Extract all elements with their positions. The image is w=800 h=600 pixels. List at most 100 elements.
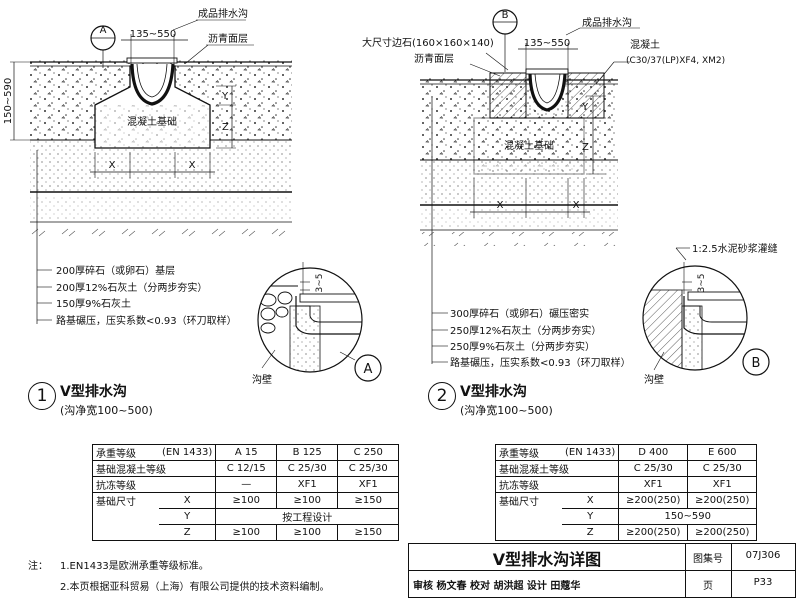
table-cell: B 125 bbox=[276, 444, 339, 461]
layer-left-2: 200厚12%石灰土（分两步夯实） bbox=[56, 281, 207, 294]
table-cell: Y bbox=[159, 508, 217, 525]
section-mark-b: B bbox=[502, 10, 509, 21]
page-label: 页 bbox=[703, 581, 713, 592]
table-cell: 150~590 bbox=[618, 508, 758, 525]
label-asphalt-left: 沥青面层 bbox=[208, 32, 248, 45]
width-dim-left: 135~550 bbox=[130, 29, 177, 40]
label-channel-right: 成品排水沟 bbox=[582, 16, 632, 29]
table-cell: C 25/30 bbox=[687, 460, 758, 477]
table-cell: 基础尺寸 bbox=[495, 492, 562, 509]
section-mark-a: A bbox=[100, 25, 107, 36]
atlas-label: 图集号 bbox=[693, 554, 723, 565]
caption-sub-2: (沟净宽100~500) bbox=[460, 404, 553, 417]
table-cell: C 25/30 bbox=[276, 460, 339, 477]
table-cell: X bbox=[562, 492, 620, 509]
table-row: Y 按工程设计 bbox=[92, 508, 400, 525]
grout-label: 1:2.5水泥砂浆灌缝 bbox=[692, 242, 778, 255]
dim-y-right: Y bbox=[581, 102, 589, 113]
page-number: P33 bbox=[753, 577, 773, 588]
drawing-title: V型排水沟详图 bbox=[492, 550, 602, 569]
roles: 审核 杨文春 校对 胡洪超 设计 田蔻华 bbox=[413, 581, 581, 592]
caption-number-2: 2 bbox=[428, 382, 456, 410]
dim-y-left: Y bbox=[221, 91, 229, 102]
table-cell: ≥100 bbox=[215, 492, 278, 509]
layer-right-1: 300厚碎石（或卵石）碾压密实 bbox=[450, 307, 589, 320]
table-cell: Z bbox=[159, 524, 217, 541]
detail-dim-b: 3~5 bbox=[697, 274, 707, 293]
table-cell: 基础混凝土等级 bbox=[91, 460, 217, 477]
width-dim-right: 135~550 bbox=[524, 38, 571, 49]
note-item: 1.EN1433是欧洲承重等级标准。 bbox=[60, 561, 209, 572]
table-cell: Z bbox=[562, 524, 620, 541]
table-cell: 基础尺寸 bbox=[92, 492, 159, 509]
table-cell: 基础混凝土等级 bbox=[494, 460, 620, 477]
notes-heading: 注： bbox=[28, 561, 48, 572]
atlas-number: 07J306 bbox=[745, 550, 781, 561]
table-cell: 承重等级 bbox=[92, 444, 159, 461]
table-cell: ≥100 bbox=[276, 524, 339, 541]
table-cell: 按工程设计 bbox=[215, 508, 400, 525]
table-cell: 承重等级 bbox=[495, 444, 562, 461]
table-cell: E 600 bbox=[687, 444, 758, 461]
table-row: Y 150~590 bbox=[495, 508, 758, 525]
dim-x-left-1: X bbox=[109, 160, 116, 171]
table-row: 基础尺寸 X ≥100 ≥100 ≥150 bbox=[92, 492, 400, 509]
label-concrete: 混凝土 bbox=[630, 38, 660, 51]
table-cell: ≥150 bbox=[337, 492, 400, 509]
table-cell: Y bbox=[562, 508, 620, 525]
wall-label-b: 沟壁 bbox=[644, 373, 664, 386]
dim-x-left-2: X bbox=[189, 160, 196, 171]
table-row: Z ≥200(250) ≥200(250) bbox=[495, 524, 758, 541]
table-cell: A 15 bbox=[215, 444, 278, 461]
detail-dim-a: 3~5 bbox=[315, 274, 325, 293]
table-cell: XF1 bbox=[687, 476, 758, 493]
layer-left-1: 200厚碎石（或卵石）基层 bbox=[56, 264, 175, 277]
table-row: 基础混凝土等级 C 12/15 C 25/30 C 25/30 bbox=[91, 460, 400, 477]
table-cell bbox=[495, 508, 562, 525]
label-asphalt-right: 沥青面层 bbox=[414, 52, 454, 65]
label-concrete-grade: (C30/37(LP)XF4, XM2) bbox=[626, 56, 725, 66]
label-curb: 大尺寸边石(160×160×140) bbox=[362, 36, 494, 49]
table-row: 基础尺寸 X ≥200(250) ≥200(250) bbox=[495, 492, 758, 509]
table-cell: XF1 bbox=[337, 476, 400, 493]
table-cell: ≥150 bbox=[337, 524, 400, 541]
table-cell: ≥100 bbox=[276, 492, 339, 509]
table-cell: ≥200(250) bbox=[687, 524, 758, 541]
title-block: V型排水沟详图 图集号 07J306 审核 杨文春 校对 胡洪超 设计 田蔻华 … bbox=[408, 543, 796, 598]
table-cell: C 25/30 bbox=[337, 460, 400, 477]
table-row: 抗冻等级 XF1 XF1 bbox=[494, 476, 758, 493]
table-cell: XF1 bbox=[618, 476, 689, 493]
dim-x-right-2: X bbox=[573, 200, 580, 211]
label-channel-left: 成品排水沟 bbox=[198, 7, 248, 20]
layer-right-2: 250厚12%石灰土（分两步夯实） bbox=[450, 324, 601, 337]
table-row: 基础混凝土等级 C 25/30 C 25/30 bbox=[494, 460, 758, 477]
table-cell: (EN 1433) bbox=[159, 444, 217, 461]
left-section bbox=[10, 19, 382, 382]
layer-right-3: 250厚9%石灰土（分两步夯实） bbox=[450, 340, 595, 353]
table-cell: XF1 bbox=[276, 476, 339, 493]
table-cell bbox=[92, 524, 159, 541]
table-cell bbox=[92, 508, 159, 525]
layer-left-4: 路基碾压，压实系数<0.93（环刀取样） bbox=[56, 314, 237, 327]
table-cell bbox=[495, 524, 562, 541]
table-cell: D 400 bbox=[618, 444, 689, 461]
label-base-right: 混凝土基础 bbox=[504, 139, 554, 152]
detail-mark-a: A bbox=[364, 362, 373, 377]
label-base-left: 混凝土基础 bbox=[127, 115, 177, 128]
table-cell: — bbox=[215, 476, 278, 493]
note-item: 2.本页根据亚科贸易（上海）有限公司提供的技术资料编制。 bbox=[60, 582, 330, 593]
table-row: 承重等级 (EN 1433) D 400 E 600 bbox=[495, 444, 758, 461]
spec-table-left: 承重等级 (EN 1433) A 15 B 125 C 250 基础混凝土等级 … bbox=[91, 444, 400, 541]
table-cell: ≥100 bbox=[215, 524, 278, 541]
dim-x-right-1: X bbox=[497, 200, 504, 211]
table-cell: X bbox=[159, 492, 217, 509]
dim-z-right: Z bbox=[582, 142, 589, 153]
depth-dim-left: 150~590 bbox=[3, 78, 14, 125]
wall-label-a: 沟壁 bbox=[252, 373, 272, 386]
table-cell: (EN 1433) bbox=[562, 444, 620, 461]
table-cell: ≥200(250) bbox=[618, 492, 689, 509]
table-cell: C 12/15 bbox=[215, 460, 278, 477]
caption-title-2: V型排水沟 bbox=[460, 384, 527, 400]
dim-z-left: Z bbox=[222, 122, 229, 133]
